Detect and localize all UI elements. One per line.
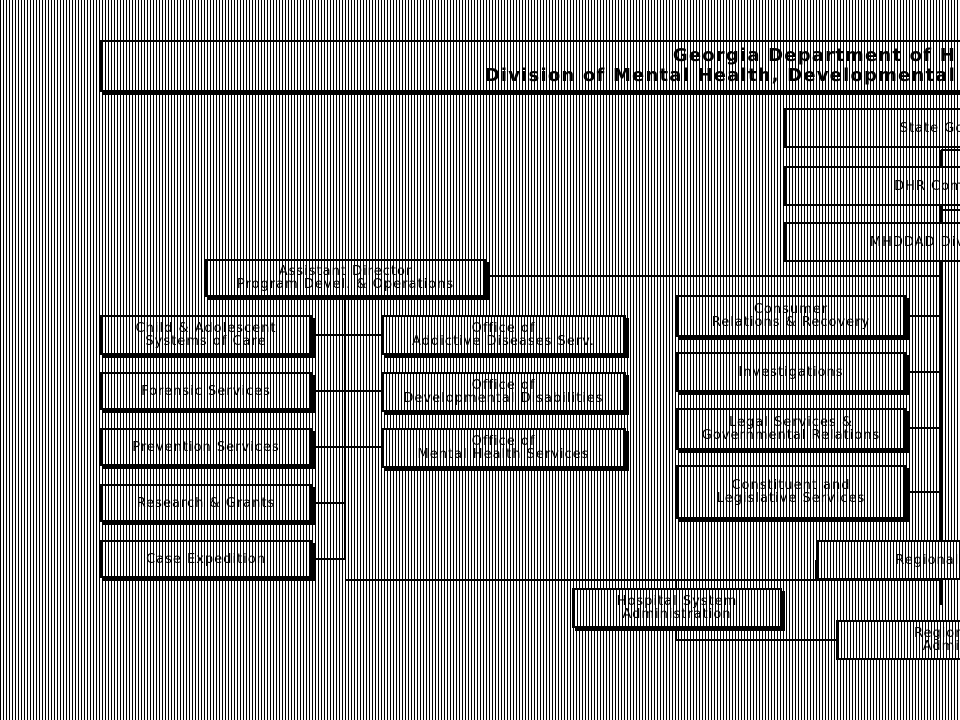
department-title-line1: Georgia Department of H — [672, 45, 956, 66]
state-government-label: State Gove — [899, 120, 960, 136]
research-grants-label: Research & Grants — [136, 495, 276, 511]
developmental-disabilities-line2: Developmental Disabilities — [403, 391, 604, 406]
constituent-services-line2: Legislative Services — [716, 491, 866, 506]
regional-hospital-line2: Administr — [922, 639, 960, 654]
case-expedition-label: Case Expedition — [146, 551, 266, 567]
mental-health-services-line1: Office of — [471, 434, 536, 449]
dhr-commissioner-box: DHR Commi — [784, 166, 960, 206]
legal-services-line2: Governmental Relations — [701, 428, 881, 443]
regional-operations-box: Regional Ope — [816, 540, 960, 580]
research-grants-box: Research & Grants — [100, 484, 312, 522]
child-adolescent-line1: Child & Adolescent — [135, 321, 277, 336]
hospital-system-line1: Hospital System — [616, 594, 738, 609]
constituent-services-box: Constituent and Legislative Services — [676, 465, 906, 519]
developmental-disabilities-line1: Office of — [471, 378, 536, 393]
legal-services-line1: Legal Services & — [728, 415, 854, 430]
hospital-system-box: Hospital System Administration — [572, 588, 782, 628]
mental-health-services-line2: Mental Health Services — [417, 447, 590, 462]
regional-operations-label: Regional Ope — [895, 552, 960, 568]
child-adolescent-box: Child & Adolescent Systems of Care — [100, 315, 312, 355]
department-title-line2: Division of Mental Health, Developmental — [484, 65, 956, 86]
child-adolescent-line2: Systems of Care — [145, 334, 267, 349]
addictive-diseases-line1: Office of — [471, 321, 536, 336]
forensic-services-box: Forensic Services — [100, 372, 312, 410]
mhddad-director-box: MHDDAD Divisi — [784, 222, 960, 262]
prevention-services-label: Prevention Services — [132, 439, 280, 455]
addictive-diseases-box: Office of Addictive Diseases Serv. — [381, 315, 626, 355]
prevention-services-box: Prevention Services — [100, 428, 312, 466]
hospital-system-line2: Administration — [622, 607, 732, 622]
legal-services-box: Legal Services & Governmental Relations — [676, 408, 906, 450]
constituent-services-line1: Constituent and — [731, 478, 851, 493]
assistant-director-line1: Assistant Director — [278, 264, 413, 279]
case-expedition-box: Case Expedition — [100, 540, 312, 578]
developmental-disabilities-box: Office of Developmental Disabilities — [381, 372, 626, 412]
mhddad-director-label: MHDDAD Divisi — [869, 234, 960, 250]
regional-hospital-line1: Regional H — [914, 626, 960, 641]
assistant-director-box: Assistant Director Program Devel. & Oper… — [205, 259, 486, 297]
department-title-box: Georgia Department of H Division of Ment… — [100, 40, 960, 92]
forensic-services-label: Forensic Services — [141, 383, 271, 399]
regional-hospital-box: Regional H Administr — [836, 620, 960, 660]
investigations-label: Investigations — [738, 364, 844, 380]
investigations-box: Investigations — [676, 352, 906, 392]
mental-health-services-box: Office of Mental Health Services — [381, 428, 626, 468]
dhr-commissioner-label: DHR Commi — [894, 178, 960, 194]
assistant-director-line2: Program Devel. & Operations — [236, 277, 455, 292]
state-government-box: State Gove — [784, 108, 960, 148]
consumer-relations-box: Consumer Relations & Recovery — [676, 295, 906, 337]
addictive-diseases-line2: Addictive Diseases Serv. — [412, 334, 595, 349]
consumer-relations-line2: Relations & Recovery — [711, 315, 871, 330]
consumer-relations-line1: Consumer — [753, 302, 829, 317]
